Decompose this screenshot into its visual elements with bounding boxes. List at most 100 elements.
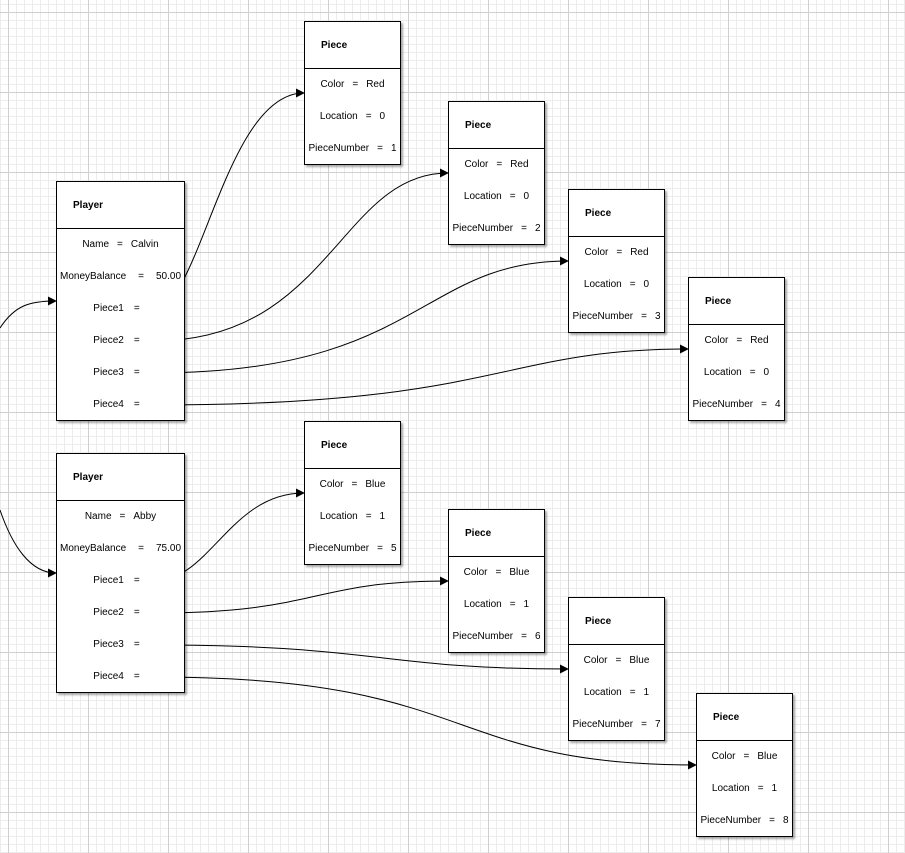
player-piece2-row: Piece2 = [57, 325, 184, 357]
color-label: Color [464, 159, 489, 170]
color-value: Blue [365, 479, 386, 490]
piece-box-1[interactable]: Piece Color=Red Location=0 PieceNumber=1 [304, 21, 401, 165]
name-label: Name [82, 239, 110, 250]
piece-color-row: Color=Red [689, 325, 784, 357]
piece-location-row: Location=1 [305, 501, 400, 533]
equals-sign: = [615, 655, 622, 666]
equals-sign: = [133, 335, 140, 346]
connector-incoming-player-2[interactable] [0, 509, 57, 578]
piece-color-row: Color=Red [305, 69, 400, 101]
color-label: Color [584, 247, 609, 258]
equals-sign: = [761, 399, 767, 410]
piece-slot-label: Piece3 [93, 639, 124, 650]
equals-sign: = [509, 191, 516, 202]
location-value: 1 [771, 783, 778, 794]
location-value: 1 [643, 687, 650, 698]
player-balance-row: MoneyBalance=75.00 [57, 533, 184, 565]
equals-sign: = [352, 79, 359, 90]
equals-sign: = [138, 271, 144, 282]
piece-box-8[interactable]: Piece Color=Blue Location=1 PieceNumber=… [696, 693, 793, 837]
number-value: 7 [654, 719, 661, 730]
piece-slot-label: Piece1 [93, 575, 124, 586]
location-label: Location [583, 279, 622, 290]
equals-sign: = [133, 399, 140, 410]
number-label: PieceNumber [308, 143, 370, 154]
location-value: 1 [379, 511, 386, 522]
piece-number-row: PieceNumber = 4 [689, 389, 784, 421]
equals-sign: = [133, 607, 140, 618]
piece-box-3[interactable]: Piece Color=Red Location=0 PieceNumber=3 [568, 189, 665, 333]
player-piece3-row: Piece3= [57, 629, 184, 661]
equals-sign: = [496, 159, 503, 170]
location-value: 0 [523, 191, 530, 202]
location-label: Location [711, 783, 750, 794]
equals-sign: = [117, 239, 123, 250]
piece-number-row: PieceNumber=6 [449, 621, 544, 653]
equals-sign: = [138, 543, 144, 554]
color-value: Red [750, 335, 769, 346]
piece-number-row: PieceNumber = 1 [305, 133, 400, 165]
piece-slot-label: Piece4 [93, 671, 124, 682]
equals-sign: = [629, 687, 636, 698]
piece-color-row: Color = Blue [569, 645, 664, 677]
connector-calvin-piece3[interactable] [153, 256, 569, 374]
equals-sign: = [629, 279, 636, 290]
equals-sign: = [743, 751, 750, 762]
color-label: Color [711, 751, 736, 762]
location-label: Location [319, 511, 358, 522]
equals-sign: = [641, 719, 647, 730]
number-label: PieceNumber [692, 399, 754, 410]
location-value: 0 [379, 111, 386, 122]
piece-box-7[interactable]: Piece Color=Blue Location=1 PieceNumber=… [568, 597, 665, 741]
number-value: 2 [534, 223, 541, 234]
balance-value: 75.00 [155, 543, 182, 554]
equals-sign: = [521, 223, 527, 234]
number-value: 3 [654, 311, 661, 322]
connector-calvin-piece4[interactable] [153, 344, 689, 406]
piece-number-row: PieceNumber=8 [697, 805, 792, 837]
name-value: Abby [133, 511, 157, 522]
player-name-row: Name=Calvin [57, 229, 184, 261]
number-value: 1 [390, 143, 397, 154]
piece-number-row: PieceNumber=7 [569, 709, 664, 741]
player-piece1-row: Piece1= [57, 293, 184, 325]
location-value: 1 [523, 599, 530, 610]
equals-sign: = [133, 367, 140, 378]
connector-abby-piece2[interactable] [153, 576, 449, 614]
piece-title: Piece [449, 510, 544, 557]
equals-sign: = [377, 143, 383, 154]
piece-title: Piece [449, 102, 544, 149]
color-value: Blue [629, 655, 650, 666]
piece-slot-label: Piece2 [93, 335, 124, 346]
color-label: Color [319, 479, 344, 490]
player-box-calvin[interactable]: Player Name=Calvin MoneyBalance=50.00 Pi… [56, 181, 185, 421]
piece-slot-label: Piece3 [93, 367, 124, 378]
piece-color-row: Color=Red [449, 149, 544, 181]
piece-location-row: Location=0 [569, 269, 664, 301]
piece-slot-label: Piece1 [93, 303, 124, 314]
connector-calvin-piece2[interactable] [153, 168, 449, 342]
player-name-row: Name=Abby [57, 501, 184, 533]
piece-box-5[interactable]: Piece Color=Blue Location=1 PieceNumber=… [304, 421, 401, 565]
piece-location-row: Location=0 [689, 357, 784, 389]
location-label: Location [463, 191, 502, 202]
piece-box-2[interactable]: Piece Color=Red Location=0 PieceNumber=2 [448, 101, 545, 245]
player-box-abby[interactable]: Player Name=Abby MoneyBalance=75.00 Piec… [56, 453, 185, 693]
equals-sign: = [351, 479, 358, 490]
player-piece1-row: Piece1= [57, 565, 184, 597]
piece-box-4[interactable]: Piece Color=Red Location=0 PieceNumber = 4 [688, 277, 785, 421]
number-value: 4 [774, 399, 781, 410]
connector-incoming-player-1[interactable] [0, 296, 57, 329]
piece-box-6[interactable]: Piece Color=Blue Location=1 PieceNumber=… [448, 509, 545, 653]
piece-number-row: PieceNumber=2 [449, 213, 544, 245]
piece-slot-label: Piece4 [93, 399, 124, 410]
piece-number-row: PieceNumber=5 [305, 533, 400, 565]
equals-sign: = [495, 567, 502, 578]
number-value: 5 [390, 543, 397, 554]
piece-number-row: PieceNumber=3 [569, 301, 664, 333]
number-label: PieceNumber [452, 631, 514, 642]
location-label: Location [319, 111, 358, 122]
color-label: Color [583, 655, 608, 666]
piece-title: Piece [689, 278, 784, 325]
